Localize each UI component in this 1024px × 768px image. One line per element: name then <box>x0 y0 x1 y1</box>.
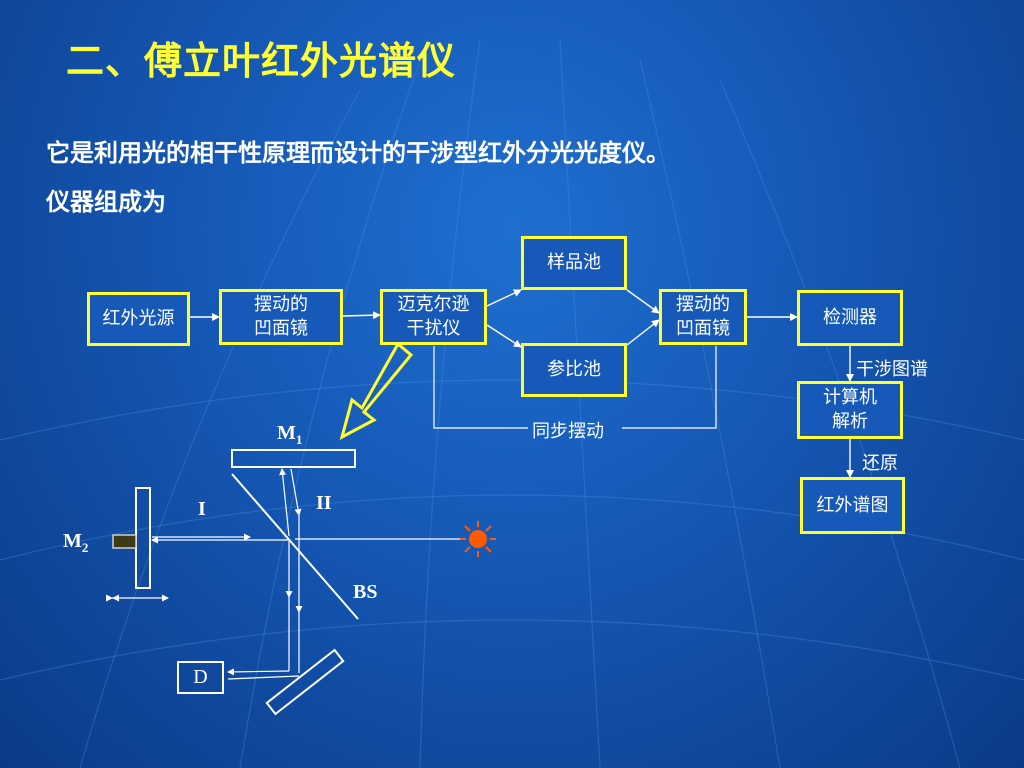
box-oscillating-mirror-2: 摆动的凹面镜 <box>659 289 747 345</box>
label-beam-2: II <box>316 492 332 514</box>
label-interferogram: 干涉图谱 <box>856 359 928 380</box>
box-ir-spectrum: 红外谱图 <box>800 477 905 534</box>
box-ir-source: 红外光源 <box>87 292 190 346</box>
sync-bracket <box>433 346 717 429</box>
detail-pointer-arrow <box>339 341 414 440</box>
intro-line-2: 仪器组成为 <box>46 188 166 216</box>
label-beam-1: I <box>198 498 206 520</box>
detector-d-box: D <box>177 661 224 694</box>
box-sample-cell: 样品池 <box>521 236 627 290</box>
beam-splitter <box>231 473 359 620</box>
mirror-m1 <box>231 449 356 468</box>
arrow-michelson-to-sample <box>486 289 522 307</box>
mirror-m2-mount <box>112 534 137 549</box>
arrow-sample-to-mirror2 <box>626 289 660 314</box>
box-michelson-interferometer: 迈克尔逊干扰仪 <box>380 289 487 345</box>
slide-title: 二、傅立叶红外光谱仪 <box>66 39 457 83</box>
fold-mirror <box>265 648 345 716</box>
box-oscillating-mirror-1: 摆动的凹面镜 <box>219 289 343 345</box>
arrow-reference-to-mirror2 <box>626 319 660 346</box>
box-reference-cell: 参比池 <box>521 343 627 397</box>
arrow-michelson-to-reference <box>486 324 522 348</box>
box-computer: 计算机解析 <box>797 381 903 439</box>
box-detector: 检测器 <box>797 290 903 346</box>
label-beam-splitter: BS <box>353 581 378 603</box>
intro-line-1: 它是利用光的相干性原理而设计的干涉型红外分光光度仪。 <box>46 139 670 167</box>
label-m1: M1 <box>277 422 303 447</box>
arrow-mirror-to-michelson <box>342 311 381 320</box>
label-restore: 还原 <box>862 453 898 474</box>
label-sync-oscillation: 同步摆动 <box>532 421 604 442</box>
ir-source-icon <box>460 521 496 557</box>
mirror-m2 <box>135 487 151 589</box>
label-m2: M2 <box>63 530 89 555</box>
